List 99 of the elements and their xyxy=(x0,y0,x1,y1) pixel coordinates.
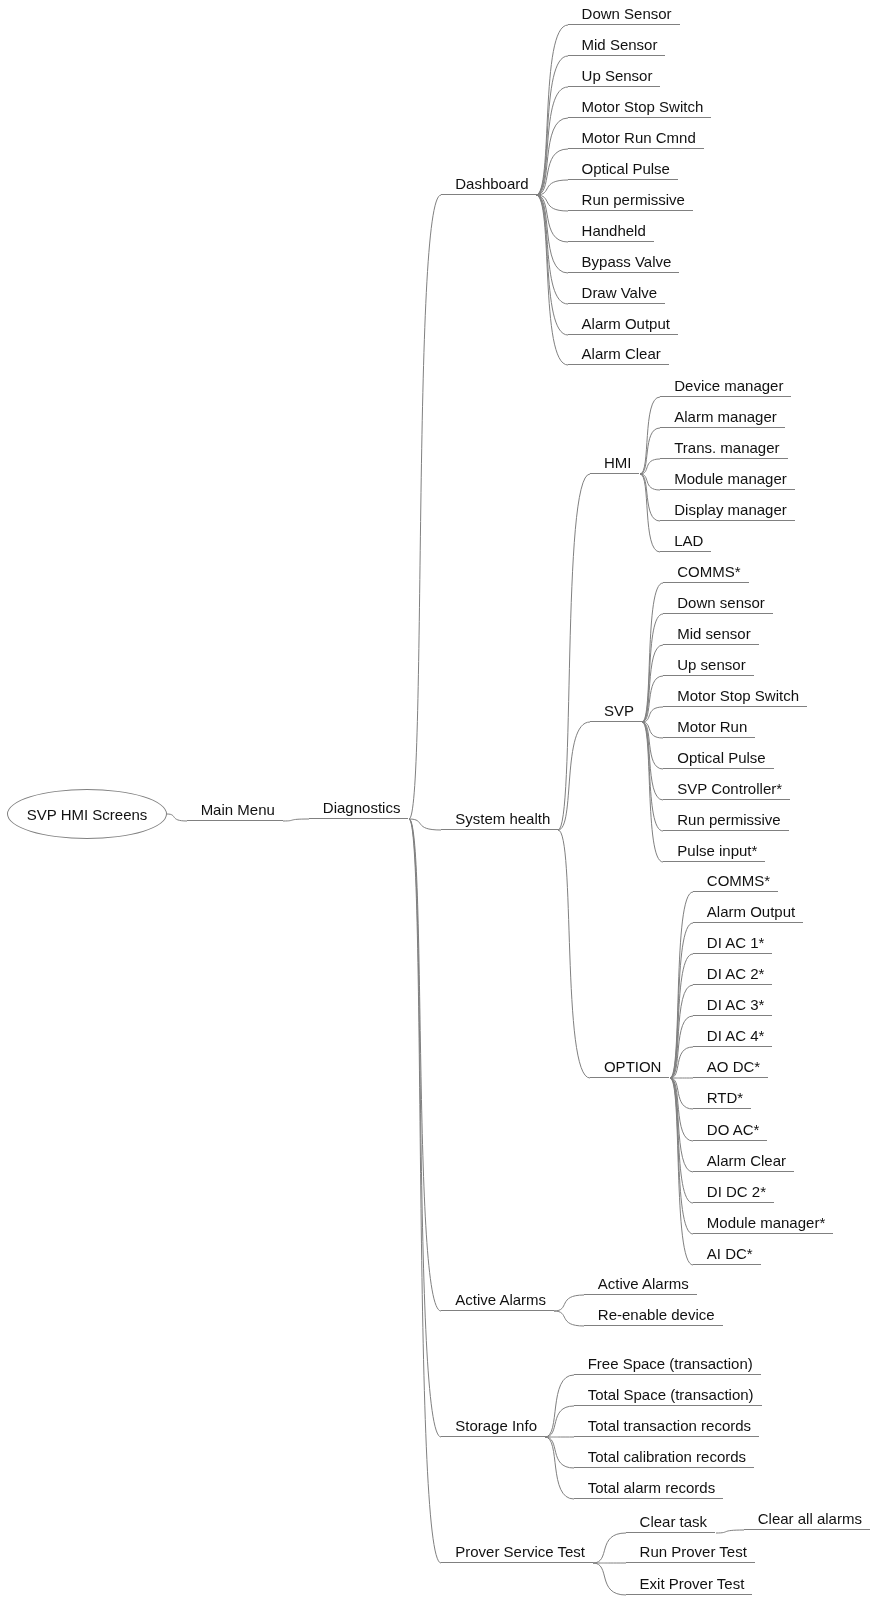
topic-label: Storage Info xyxy=(441,1415,545,1437)
connector-line xyxy=(641,675,664,723)
connector-line xyxy=(639,427,661,475)
connector-line xyxy=(544,1436,575,1500)
connector-line xyxy=(669,1077,694,1079)
topic-label: Down sensor xyxy=(663,593,773,615)
topic-label: AO DC* xyxy=(692,1057,769,1079)
connector-line xyxy=(641,721,664,863)
topic-label: Clear all alarms xyxy=(743,1508,870,1530)
topic-label: Alarm Clear xyxy=(567,344,669,366)
topic-label: Handheld xyxy=(567,220,654,242)
topic-label: Diagnostics xyxy=(308,797,409,819)
topic-label: SVP xyxy=(589,700,642,722)
topic-label: Optical Pulse xyxy=(567,158,678,180)
topic-label: DI AC 2* xyxy=(692,964,773,986)
connector-line xyxy=(166,813,188,822)
topic-label: Total transaction records xyxy=(573,1415,760,1437)
topic-label: Motor Run xyxy=(663,716,756,738)
topic-label: DO AC* xyxy=(692,1119,768,1141)
topic-label: Display manager xyxy=(660,499,795,521)
topic-label: COMMS* xyxy=(663,562,749,584)
topic-label: Motor Stop Switch xyxy=(663,686,807,708)
topic-label: Up Sensor xyxy=(567,66,661,88)
topic-label: Total alarm records xyxy=(573,1478,724,1499)
topic-label: Optical Pulse xyxy=(663,747,774,769)
connector-line xyxy=(535,194,569,336)
topic-label: DI DC 2* xyxy=(692,1181,774,1203)
topic-label: System health xyxy=(441,808,559,830)
topic-label: Prover Service Test xyxy=(441,1542,594,1564)
connector-line xyxy=(592,1562,627,1596)
connector-line xyxy=(639,473,661,553)
connector-line xyxy=(639,458,661,475)
topic-label: Motor Stop Switch xyxy=(567,97,712,119)
topic-label: Module manager xyxy=(660,468,795,490)
topic-label: DI AC 1* xyxy=(692,933,773,955)
topic-label: Active Alarms xyxy=(441,1289,555,1311)
topic-label: Alarm Clear xyxy=(692,1150,794,1172)
topic-label: Pulse input* xyxy=(663,840,766,862)
topic-label: Active Alarms xyxy=(583,1274,697,1296)
connector-line xyxy=(669,1077,694,1235)
topic-label: COMMS* xyxy=(692,871,779,892)
topic-label: Free Space (transaction) xyxy=(573,1353,761,1375)
topic-label: AI DC* xyxy=(692,1243,761,1265)
topic-label: Exit Prover Test xyxy=(625,1573,753,1595)
topic-label: Down Sensor xyxy=(567,4,680,26)
topic-label: Alarm manager xyxy=(660,407,785,428)
topic-label: Device manager xyxy=(660,376,792,398)
topic-label: Draw Valve xyxy=(567,282,666,304)
connector-line xyxy=(408,818,442,831)
topic-label: DI AC 4* xyxy=(692,1026,773,1048)
connector-line xyxy=(641,644,664,723)
topic-label: Module manager* xyxy=(692,1212,834,1234)
connector-line xyxy=(669,1077,694,1142)
connector-line xyxy=(535,117,569,196)
connector-line xyxy=(553,1310,585,1327)
connector-line xyxy=(641,613,664,723)
connector-line xyxy=(282,818,310,822)
topic-label: Main Menu xyxy=(186,799,283,821)
connector-line xyxy=(535,194,569,366)
connector-line xyxy=(553,1294,585,1312)
connector-line xyxy=(535,24,569,196)
topic-label: RTD* xyxy=(692,1088,752,1110)
topic-label: Alarm Output xyxy=(567,313,678,335)
connector-line xyxy=(408,818,442,1564)
topic-label: SVP Controller* xyxy=(663,778,791,800)
connector-line xyxy=(641,721,664,832)
connector-line xyxy=(669,1077,694,1266)
connector-line xyxy=(408,194,442,820)
topic-label: LAD xyxy=(660,530,712,552)
connector-line xyxy=(557,473,591,831)
topic-label: Bypass Valve xyxy=(567,251,680,273)
topic-label: Run permissive xyxy=(663,809,789,831)
topic-label: Motor Run Cmnd xyxy=(567,127,704,149)
topic-label: OPTION xyxy=(589,1057,670,1079)
root-ellipse: SVP HMI Screens xyxy=(7,789,167,840)
topic-label: Mid sensor xyxy=(663,624,759,646)
connector-line xyxy=(557,721,591,831)
topic-label: Total calibration records xyxy=(573,1446,755,1468)
connector-line xyxy=(715,1529,745,1534)
connector-line xyxy=(641,706,664,723)
topic-label: Alarm Output xyxy=(692,902,804,924)
topic-label: Up sensor xyxy=(663,655,754,677)
connector-line xyxy=(639,396,661,475)
connector-line xyxy=(639,473,661,522)
topic-label: Trans. manager xyxy=(660,437,788,459)
topic-label: HMI xyxy=(589,453,640,475)
topic-label: Mid Sensor xyxy=(567,35,666,57)
topic-label: Dashboard xyxy=(441,174,537,196)
topic-label: Run permissive xyxy=(567,189,693,211)
connector-line xyxy=(544,1374,575,1438)
connector-line xyxy=(641,721,664,770)
topic-label: Run Prover Test xyxy=(625,1542,755,1564)
topic-label: DI AC 3* xyxy=(692,995,773,1017)
connector-line xyxy=(592,1562,627,1564)
topic-label: Total Space (transaction) xyxy=(573,1384,762,1406)
topic-label: Re-enable device xyxy=(583,1304,723,1326)
connector-line xyxy=(669,1015,694,1079)
topic-label: Clear task xyxy=(625,1511,716,1533)
connector-line xyxy=(557,829,591,1079)
